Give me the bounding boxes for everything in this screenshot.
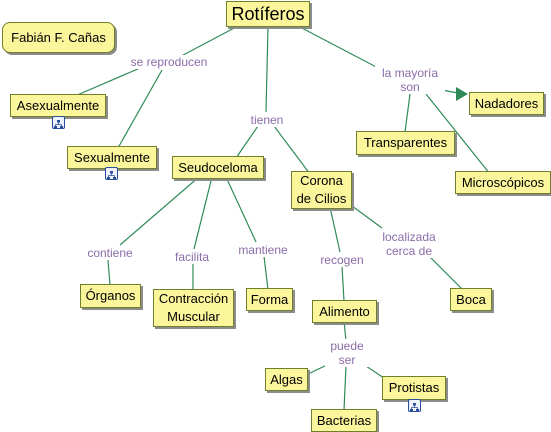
- link-facilita: facilita: [170, 250, 214, 264]
- concept-organos[interactable]: Órganos: [80, 284, 141, 308]
- line-rotiferos-mayoria: [297, 25, 383, 71]
- author-box[interactable]: Fabián F. Cañas: [2, 22, 115, 53]
- concept-asexualmente[interactable]: Asexualmente: [10, 94, 106, 117]
- line-mantiene-forma: [263, 255, 269, 291]
- line-seudoceloma-contiene: [119, 175, 201, 246]
- concept-algas[interactable]: Algas: [265, 368, 308, 391]
- link-tienen: tienen: [245, 113, 289, 127]
- concept-forma[interactable]: Forma: [246, 288, 293, 311]
- concept-bacterias[interactable]: Bacterias: [311, 409, 377, 432]
- line-recogen-alimento: [341, 265, 345, 302]
- submap-icon[interactable]: [105, 167, 118, 180]
- line-tienen-seudoceloma: [235, 125, 259, 159]
- concept-contraccion-muscular[interactable]: Contracción Muscular: [153, 289, 234, 327]
- submap-icon[interactable]: [52, 116, 65, 129]
- line-puede-ser-bacterias: [343, 365, 347, 411]
- concept-transparentes[interactable]: Transparentes: [356, 131, 455, 155]
- link-puede-ser: puede ser: [325, 339, 369, 367]
- concept-corona-de-cilios[interactable]: Corona de Cilios: [291, 171, 352, 209]
- line-alimento-puede-ser: [343, 320, 347, 342]
- hierarchy-icon: [54, 120, 63, 129]
- line-mayoria-transparentes: [404, 93, 411, 133]
- link-la-mayoria-son: la mayoría son: [375, 66, 445, 94]
- concept-boca[interactable]: Boca: [450, 288, 492, 311]
- line-seudoceloma-facilita: [193, 176, 213, 250]
- line-se-reproducen-sexualmente: [117, 69, 163, 149]
- concept-sexualmente[interactable]: Sexualmente: [67, 146, 157, 169]
- link-contiene: contiene: [84, 246, 136, 260]
- concept-rotiferos[interactable]: Rotíferos: [226, 1, 310, 27]
- hierarchy-icon: [410, 403, 419, 412]
- line-mayoria-microscopicos: [425, 93, 491, 175]
- concept-microscopicos[interactable]: Microscópicos: [455, 171, 551, 194]
- concept-alimento[interactable]: Alimento: [312, 300, 377, 323]
- line-tienen-corona: [273, 125, 311, 175]
- concept-seudoceloma[interactable]: Seudoceloma: [172, 156, 264, 179]
- link-mantiene: mantiene: [234, 243, 292, 257]
- hierarchy-icon: [107, 171, 116, 180]
- line-corona-localizada: [351, 205, 383, 229]
- line-seudoceloma-mantiene: [225, 176, 257, 243]
- line-rotiferos-tienen: [265, 26, 269, 113]
- submap-icon[interactable]: [408, 399, 421, 412]
- line-se-reproducen-asexualmente: [74, 67, 141, 97]
- line-localizada-boca: [429, 256, 463, 290]
- concept-protistas[interactable]: Protistas: [382, 376, 446, 400]
- line-corona-recogen: [329, 206, 341, 253]
- line-contiene-organos: [107, 259, 111, 286]
- arrowhead-nadadores: [456, 87, 468, 101]
- link-localizada-cerca-de: localizada cerca de: [374, 230, 444, 258]
- concept-nadadores[interactable]: Nadadores: [469, 92, 544, 115]
- link-recogen: recogen: [316, 253, 368, 267]
- link-se-reproducen: se reproducen: [126, 55, 212, 69]
